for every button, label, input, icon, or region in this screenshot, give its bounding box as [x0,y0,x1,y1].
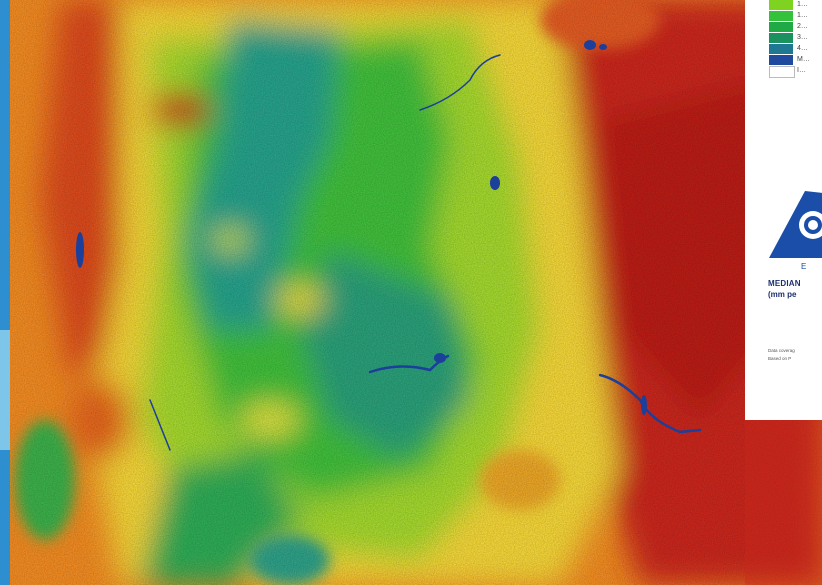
lake [584,40,596,50]
agency-logo: E [769,191,822,271]
legend-label: 4… [797,45,808,52]
footnote-coverage: Data coverag [768,348,795,353]
legend-label: 2… [797,23,808,30]
logo-lettering: E [801,262,806,271]
map-units: (mm pe [768,290,797,299]
river [419,54,501,111]
left-fringe [0,0,10,585]
legend-swatch [769,44,793,54]
map-area [10,0,822,585]
lake [76,232,84,268]
map-title: MEDIAN [768,279,801,288]
lake [434,353,446,363]
river [598,373,702,434]
legend-label: 1… [797,12,808,19]
legend-panel: 1… 1… 2… 3… 4… M… I… E MEDIAN (mm pe Data cove… [745,0,822,420]
lake [641,395,647,415]
lake [599,44,607,50]
legend-label: M… [797,56,810,63]
legend-label: 3… [797,34,808,41]
lake [490,176,500,190]
legend-swatch [769,0,793,10]
legend-label: I… [797,67,806,74]
river [149,399,171,451]
legend-swatch [769,11,793,21]
legend-label: 1… [797,1,808,8]
footnote-source: Based on P [768,356,792,361]
legend-swatch [769,22,793,32]
legend-swatch [769,55,793,65]
legend-swatch [769,66,795,78]
legend-swatch [769,33,793,43]
